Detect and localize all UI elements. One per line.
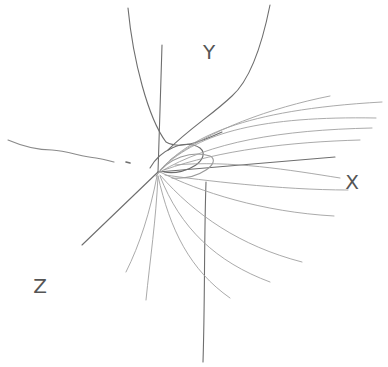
- z-axis: [82, 172, 158, 245]
- curve: [126, 176, 157, 272]
- curve-bundle: [126, 96, 382, 300]
- curve: [160, 175, 302, 262]
- curve: [146, 176, 158, 300]
- curve: [203, 182, 206, 362]
- curve: [160, 172, 334, 216]
- curve: [175, 164, 340, 178]
- axis-label: Y: [203, 42, 215, 62]
- label-anchor: Z: [33, 276, 47, 296]
- dot: [126, 162, 130, 163]
- curve: [160, 128, 372, 172]
- curve: [168, 5, 270, 150]
- label-anchor: Y: [203, 42, 215, 62]
- curve: [158, 176, 230, 298]
- curve: [165, 175, 348, 190]
- curve: [170, 96, 330, 160]
- curve: [160, 176, 270, 282]
- y-axis: [158, 45, 162, 172]
- pencil-lines: [8, 5, 335, 362]
- wavy-line: [8, 140, 114, 162]
- axis-label: X: [345, 172, 359, 192]
- label-anchor: X: [345, 172, 359, 192]
- axis-label: Z: [33, 276, 47, 296]
- curve: [128, 8, 222, 145]
